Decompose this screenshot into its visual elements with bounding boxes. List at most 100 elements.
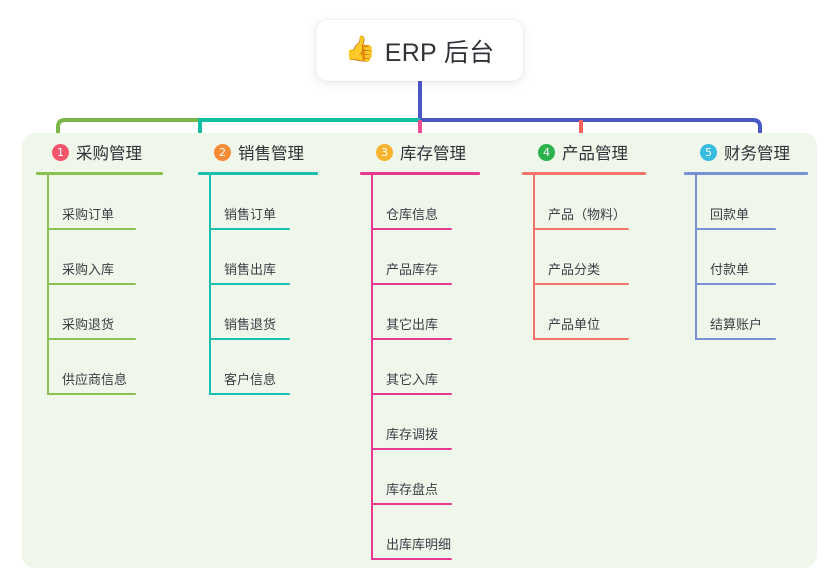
menu-item-label: 客户信息 xyxy=(224,372,277,387)
diagram-columns: 1 采购管理采购订单采购入库采购退货供应商信息 2 销售管理销售订单销售出库销售退货客… xyxy=(22,133,817,568)
column-spine-product xyxy=(533,175,535,340)
menu-item[interactable]: 产品库存 xyxy=(360,230,480,285)
menu-item-label: 出库库明细 xyxy=(386,537,452,552)
menu-item-label: 销售出库 xyxy=(224,262,277,277)
menu-item-rule xyxy=(371,228,452,230)
menu-item[interactable]: 销售订单 xyxy=(198,175,318,230)
menu-item-rule xyxy=(371,283,452,285)
menu-item-rule xyxy=(371,448,452,450)
menu-item-label: 销售退货 xyxy=(224,317,277,332)
menu-item[interactable]: 出库库明细 xyxy=(360,505,480,560)
menu-item-rule xyxy=(209,228,290,230)
column-header-purchase[interactable]: 1 采购管理 xyxy=(36,133,163,171)
menu-item[interactable]: 其它出库 xyxy=(360,285,480,340)
column-items-product: 产品（物料） 产品分类产品单位 xyxy=(522,175,646,340)
menu-item-rule xyxy=(209,283,290,285)
menu-item-rule xyxy=(533,338,629,340)
menu-item-label: 结算账户 xyxy=(710,317,763,332)
menu-item-label: 仓库信息 xyxy=(386,207,439,222)
column-underline-inventory xyxy=(360,172,480,175)
column-header-product[interactable]: 4 产品管理 xyxy=(522,133,646,171)
column-underline-finance xyxy=(684,172,808,175)
column-title-purchase: 采购管理 xyxy=(76,145,142,163)
column-title-sales: 销售管理 xyxy=(238,145,304,163)
menu-item-rule xyxy=(695,228,776,230)
column-inventory: 3 库存管理仓库信息产品库存其它出库其它入库库存调拨库存盘点出库库明细 xyxy=(360,133,480,560)
menu-item-rule xyxy=(47,228,136,230)
menu-item-label: 库存盘点 xyxy=(386,482,439,497)
menu-item-label: 其它出库 xyxy=(386,317,439,332)
menu-item[interactable]: 付款单 xyxy=(684,230,808,285)
menu-item[interactable]: 回款单 xyxy=(684,175,808,230)
menu-item[interactable]: 库存调拨 xyxy=(360,395,480,450)
column-badge-finance: 5 xyxy=(700,143,717,161)
column-underline-purchase xyxy=(36,172,163,175)
column-underline-sales xyxy=(198,172,318,175)
menu-item-rule xyxy=(533,283,629,285)
menu-item[interactable]: 销售退货 xyxy=(198,285,318,340)
menu-item-rule xyxy=(209,338,290,340)
menu-item-rule xyxy=(47,393,136,395)
column-items-sales: 销售订单销售出库销售退货客户信息 xyxy=(198,175,318,395)
column-header-inventory[interactable]: 3 库存管理 xyxy=(360,133,480,171)
menu-item[interactable]: 采购入库 xyxy=(36,230,163,285)
menu-item[interactable]: 产品（物料） xyxy=(522,175,646,230)
column-title-finance: 财务管理 xyxy=(724,145,790,163)
column-sales: 2 销售管理销售订单销售出库销售退货客户信息 xyxy=(198,133,318,395)
menu-item[interactable]: 仓库信息 xyxy=(360,175,480,230)
menu-item-rule xyxy=(371,338,452,340)
column-underline-product xyxy=(522,172,646,175)
menu-item-rule xyxy=(47,283,136,285)
menu-item[interactable]: 销售出库 xyxy=(198,230,318,285)
menu-item-rule xyxy=(695,283,776,285)
column-items-finance: 回款单付款单结算账户 xyxy=(684,175,808,340)
column-header-sales[interactable]: 2 销售管理 xyxy=(198,133,318,171)
root-node-card[interactable]: 👍 ERP 后台 xyxy=(316,20,523,81)
menu-item-rule xyxy=(695,338,776,340)
menu-item-label: 产品库存 xyxy=(386,262,439,277)
menu-item[interactable]: 客户信息 xyxy=(198,340,318,395)
column-purchase: 1 采购管理采购订单采购入库采购退货供应商信息 xyxy=(36,133,163,395)
menu-item-rule xyxy=(371,558,452,560)
menu-item[interactable]: 产品单位 xyxy=(522,285,646,340)
menu-item-label: 采购退货 xyxy=(62,317,115,332)
menu-item[interactable]: 采购订单 xyxy=(36,175,163,230)
menu-item[interactable]: 库存盘点 xyxy=(360,450,480,505)
diagram-panel-background xyxy=(22,133,817,568)
menu-item-label: 供应商信息 xyxy=(62,372,128,387)
menu-item-label: 采购订单 xyxy=(62,207,115,222)
menu-item-label: 产品分类 xyxy=(548,262,601,277)
menu-item-label: 采购入库 xyxy=(62,262,115,277)
menu-item-label: 产品（物料） xyxy=(548,207,627,222)
menu-item-label: 其它入库 xyxy=(386,372,439,387)
menu-item-rule xyxy=(371,393,452,395)
column-badge-product: 4 xyxy=(538,143,555,161)
menu-item-label: 销售订单 xyxy=(224,207,277,222)
menu-item[interactable]: 供应商信息 xyxy=(36,340,163,395)
column-header-finance[interactable]: 5 财务管理 xyxy=(684,133,808,171)
menu-item[interactable]: 结算账户 xyxy=(684,285,808,340)
column-title-inventory: 库存管理 xyxy=(400,145,466,163)
column-spine-finance xyxy=(695,175,697,340)
column-badge-sales: 2 xyxy=(214,143,231,161)
column-spine-inventory xyxy=(371,175,373,560)
column-items-inventory: 仓库信息产品库存其它出库其它入库库存调拨库存盘点出库库明细 xyxy=(360,175,480,560)
column-badge-inventory: 3 xyxy=(376,143,393,161)
menu-item-label: 产品单位 xyxy=(548,317,601,332)
column-title-product: 产品管理 xyxy=(562,145,628,163)
menu-item[interactable]: 其它入库 xyxy=(360,340,480,395)
menu-item-rule xyxy=(47,338,136,340)
menu-item-rule xyxy=(533,228,629,230)
column-badge-purchase: 1 xyxy=(52,143,69,161)
column-spine-purchase xyxy=(47,175,49,395)
menu-item-label: 库存调拨 xyxy=(386,427,439,442)
menu-item-label: 付款单 xyxy=(710,262,750,277)
menu-item-label: 回款单 xyxy=(710,207,750,222)
column-items-purchase: 采购订单采购入库采购退货供应商信息 xyxy=(36,175,163,395)
menu-item[interactable]: 产品分类 xyxy=(522,230,646,285)
column-product: 4 产品管理产品（物料） 产品分类产品单位 xyxy=(522,133,646,340)
thumbs-up-icon: 👍 xyxy=(344,35,376,63)
root-node-title: ERP 后台 xyxy=(384,38,495,67)
menu-item[interactable]: 采购退货 xyxy=(36,285,163,340)
column-spine-sales xyxy=(209,175,211,395)
